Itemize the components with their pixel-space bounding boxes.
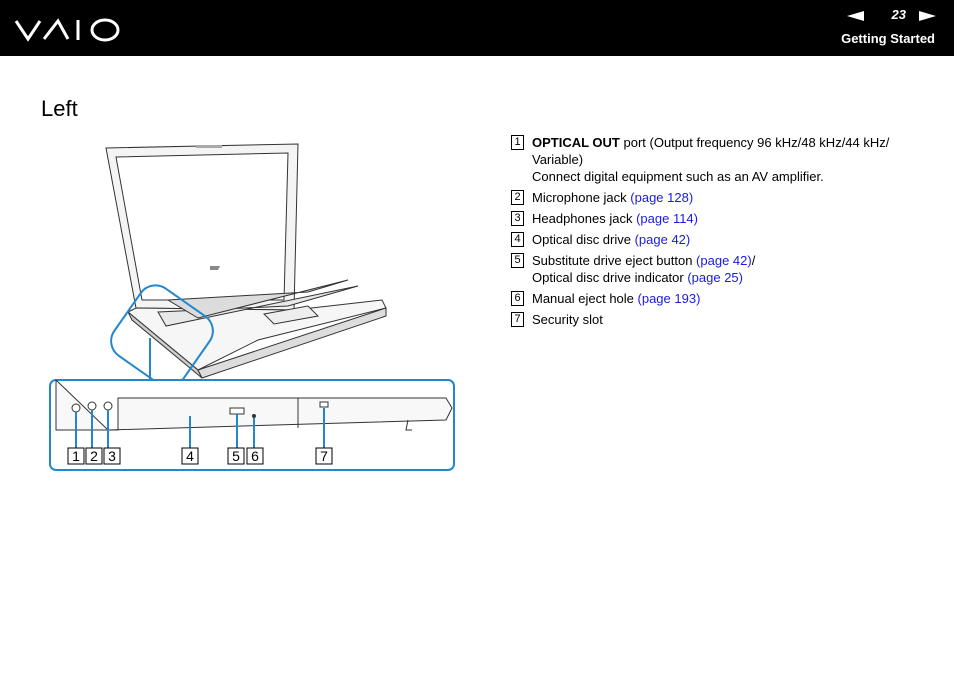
page-title: Left <box>41 96 78 121</box>
page-link[interactable]: (page 42) <box>634 232 691 247</box>
legend-text: Manual eject hole <box>532 291 638 306</box>
legend-text: port (Output frequency 96 kHz/48 kHz/44 … <box>532 135 890 167</box>
page-link[interactable]: (page 193) <box>637 291 701 306</box>
legend-item: 5 Substitute drive eject button (page 42… <box>511 252 921 286</box>
section-title: Getting Started <box>841 31 935 46</box>
port-legend: 1 OPTICAL OUT port (Output frequency 96 … <box>511 134 921 332</box>
legend-bold-label: OPTICAL OUT <box>532 135 620 150</box>
vaio-logo <box>14 18 120 42</box>
legend-number: 6 <box>511 291 524 306</box>
legend-number: 2 <box>511 190 524 205</box>
callout-6: 6 <box>251 448 259 464</box>
left-side-closeup <box>55 378 453 431</box>
page-link[interactable]: (page 42) <box>696 253 752 268</box>
legend-item: 2 Microphone jack (page 128) <box>511 189 921 206</box>
legend-number: 4 <box>511 232 524 247</box>
legend-text: Security slot <box>532 312 603 327</box>
laptop-left-side-illustration: 1 2 3 4 5 6 7 <box>49 143 455 471</box>
legend-separator: / <box>751 253 756 268</box>
legend-number: 5 <box>511 253 524 268</box>
legend-item: 1 OPTICAL OUT port (Output frequency 96 … <box>511 134 921 185</box>
callout-2: 2 <box>90 448 98 464</box>
laptop-perspective-view <box>105 143 387 379</box>
legend-item: 4 Optical disc drive (page 42) <box>511 231 921 248</box>
callout-7: 7 <box>320 448 328 464</box>
callout-4: 4 <box>186 448 194 464</box>
legend-text: Substitute drive eject button <box>532 253 697 268</box>
legend-text: Optical disc drive indicator <box>532 270 688 285</box>
previous-page-arrow-icon[interactable] <box>847 11 864 21</box>
legend-number: 3 <box>511 211 524 226</box>
callout-5: 5 <box>232 448 240 464</box>
legend-number: 1 <box>511 135 524 150</box>
callout-numbers: 1 2 3 4 5 6 7 <box>67 447 333 465</box>
page-number: 23 <box>891 7 906 22</box>
next-page-arrow-icon[interactable] <box>919 11 936 21</box>
page-link[interactable]: (page 114) <box>636 211 698 226</box>
callout-1: 1 <box>72 448 80 464</box>
legend-item: 7 Security slot <box>511 311 921 328</box>
legend-text: Microphone jack <box>532 190 631 205</box>
legend-text: Headphones jack <box>532 211 637 226</box>
callout-lines <box>75 408 325 448</box>
page-navigation: 23 <box>816 7 936 25</box>
page-header: 23 Getting Started <box>0 0 954 56</box>
legend-item: 3 Headphones jack (page 114) <box>511 210 921 227</box>
highlight-callout <box>110 284 214 388</box>
page-link[interactable]: (page 25) <box>687 270 743 285</box>
legend-number: 7 <box>511 312 524 327</box>
legend-item: 6 Manual eject hole (page 193) <box>511 290 921 307</box>
page-link[interactable]: (page 128) <box>630 190 694 205</box>
legend-text: Connect digital equipment such as an AV … <box>532 169 824 184</box>
callout-3: 3 <box>108 448 116 464</box>
legend-text: Optical disc drive <box>532 232 635 247</box>
